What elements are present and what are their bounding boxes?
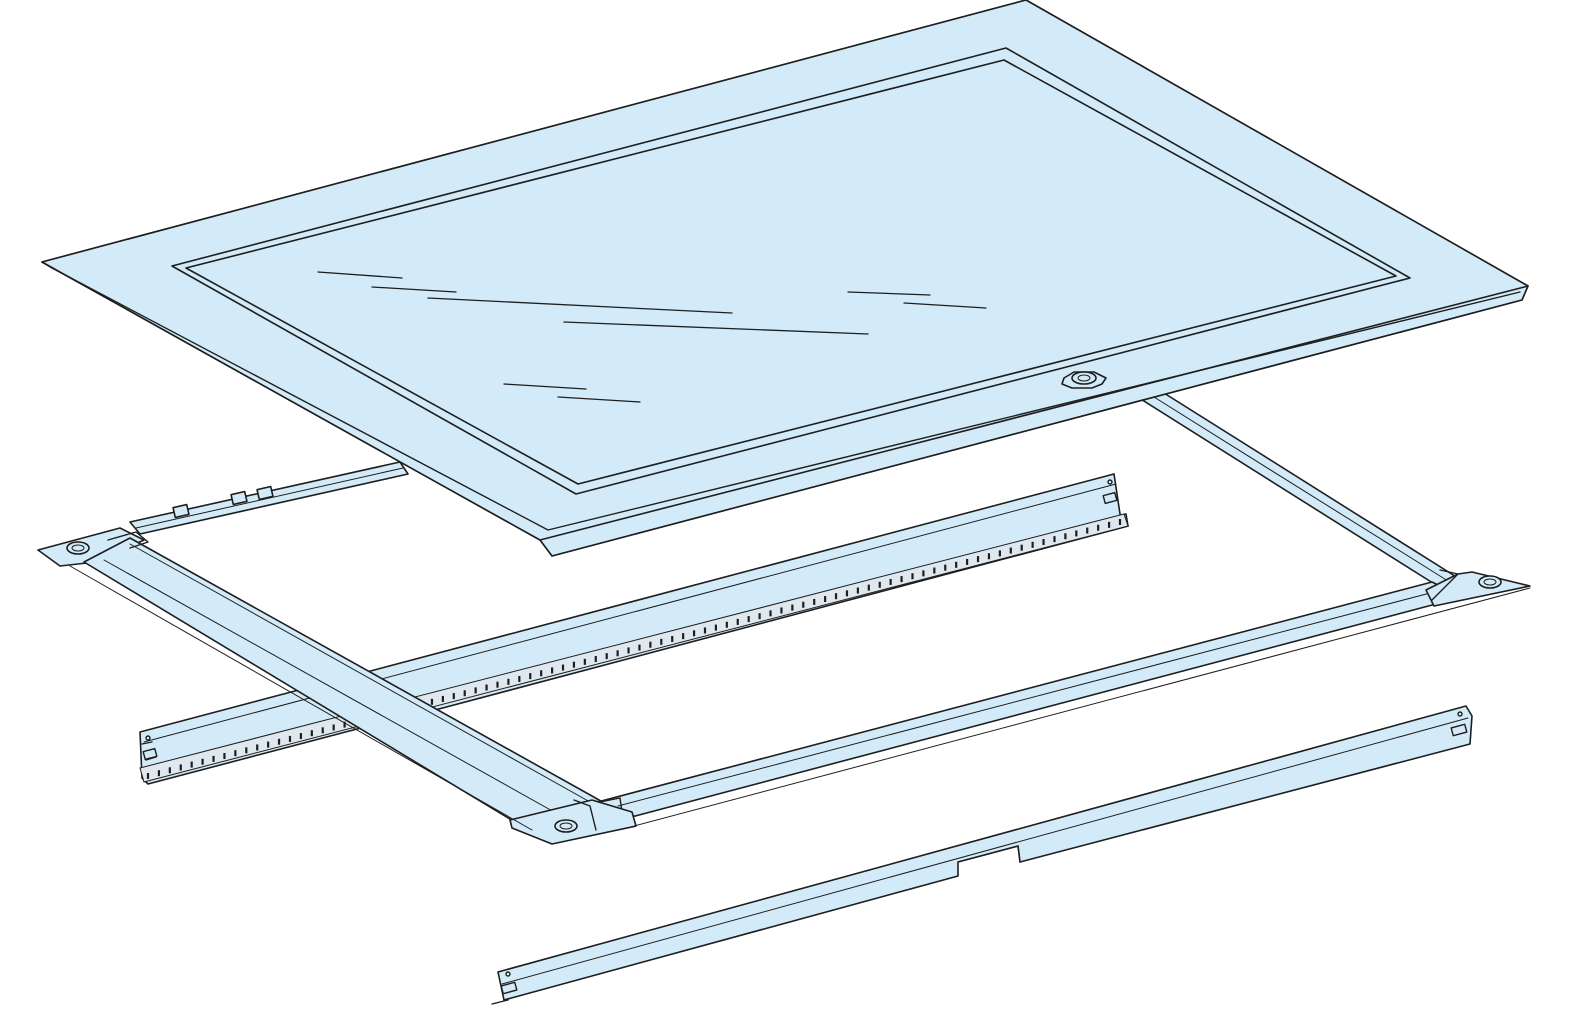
fixing-hole-icon xyxy=(66,541,90,555)
glass-reflection-marks xyxy=(317,271,987,403)
lock-icon xyxy=(1061,371,1107,389)
mounting-frame xyxy=(37,527,1531,845)
glass-window xyxy=(171,47,1411,495)
lower-rail xyxy=(491,705,1473,1005)
fixing-hole-icon xyxy=(1478,575,1502,589)
glass-door-panel xyxy=(41,0,1529,557)
frame-back-bar-right xyxy=(1135,387,1459,586)
fixing-hole-icon xyxy=(554,819,578,833)
frame-back-bar-left xyxy=(129,461,409,535)
hinge-icon xyxy=(172,485,274,519)
